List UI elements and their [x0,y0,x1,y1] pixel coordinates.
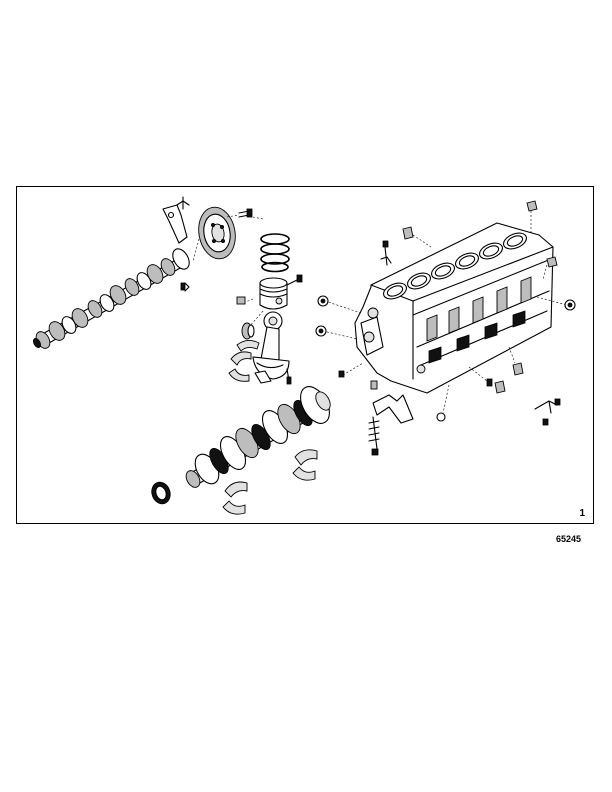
bearing-shell-icon [228,340,260,382]
seal-icon [151,481,171,505]
ring-icon [260,233,290,273]
gear-icon [180,206,253,292]
piston-icon [236,274,303,340]
connecting-rod-icon [252,311,292,385]
diagram-frame: 1 [16,186,594,524]
plug-icon [252,200,576,456]
exploded-view-drawing [32,196,576,515]
figure-reference: 65245 [556,534,582,544]
engine-block-icon [354,222,554,394]
crankshaft-icon [185,386,331,488]
figure-number: 1 [579,508,585,519]
bearing-shell-icon [222,449,318,515]
camshaft-icon [32,248,190,349]
bracket-icon [162,196,190,244]
